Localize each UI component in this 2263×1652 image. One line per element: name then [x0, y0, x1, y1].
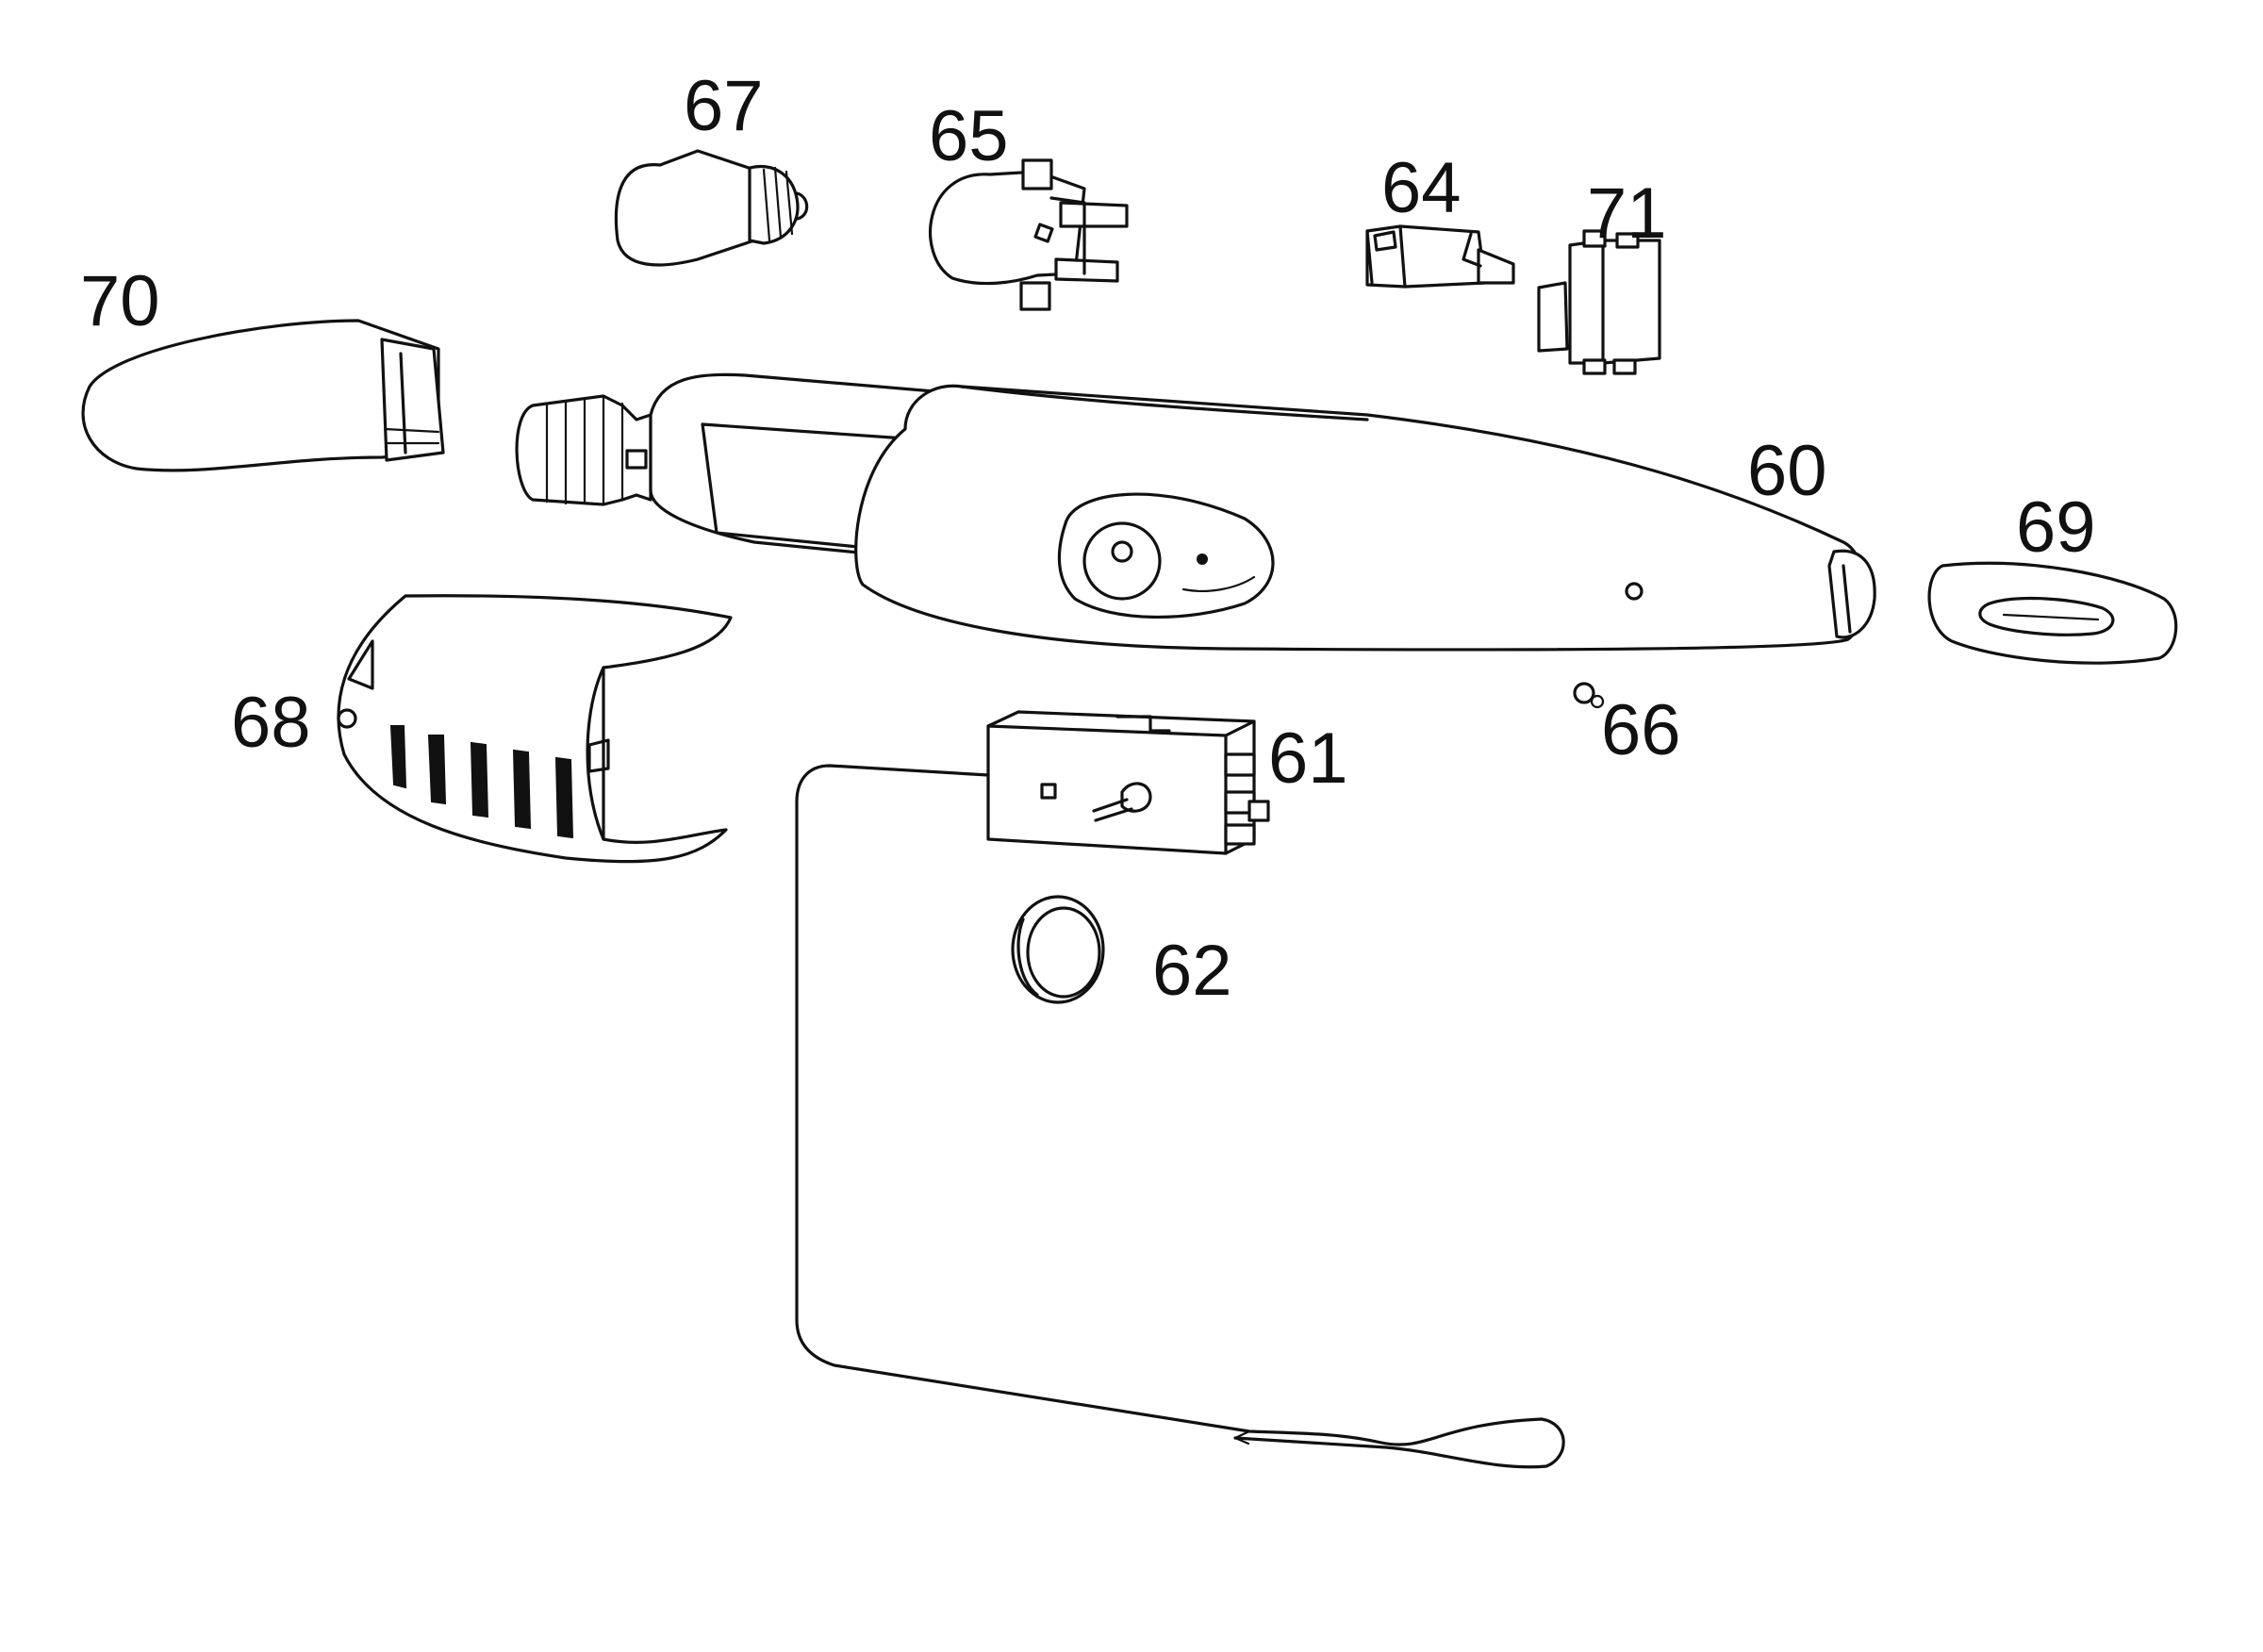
capillary-bulb-tail — [1233, 1429, 1251, 1446]
label-69: 69 — [2016, 487, 2096, 568]
part-66-screw — [1573, 682, 1605, 709]
part-70-end-cap — [81, 319, 445, 472]
label-60: 60 — [1747, 431, 1827, 511]
label-71: 71 — [1587, 173, 1667, 254]
label-68: 68 — [231, 683, 311, 763]
label-70: 70 — [80, 261, 160, 341]
label-64: 64 — [1381, 148, 1462, 228]
label-66: 66 — [1601, 690, 1681, 770]
part-67-bulb — [614, 149, 809, 267]
part-61-thermostat — [986, 710, 1270, 855]
capillary-tube — [795, 764, 1565, 1469]
part-60-main-housing — [515, 372, 1876, 652]
part-71-switch-holder — [1537, 229, 1661, 375]
part-65-lamp-holder — [929, 158, 1129, 311]
label-61: 61 — [1268, 719, 1348, 799]
label-65: 65 — [929, 96, 1009, 176]
part-64-switch — [1365, 224, 1515, 289]
label-67: 67 — [684, 66, 764, 146]
part-62-knob — [1011, 895, 1105, 1004]
part-69-front-cap — [1927, 561, 2178, 665]
label-62: 62 — [1152, 931, 1232, 1011]
part-68-vent-cover — [337, 594, 733, 864]
